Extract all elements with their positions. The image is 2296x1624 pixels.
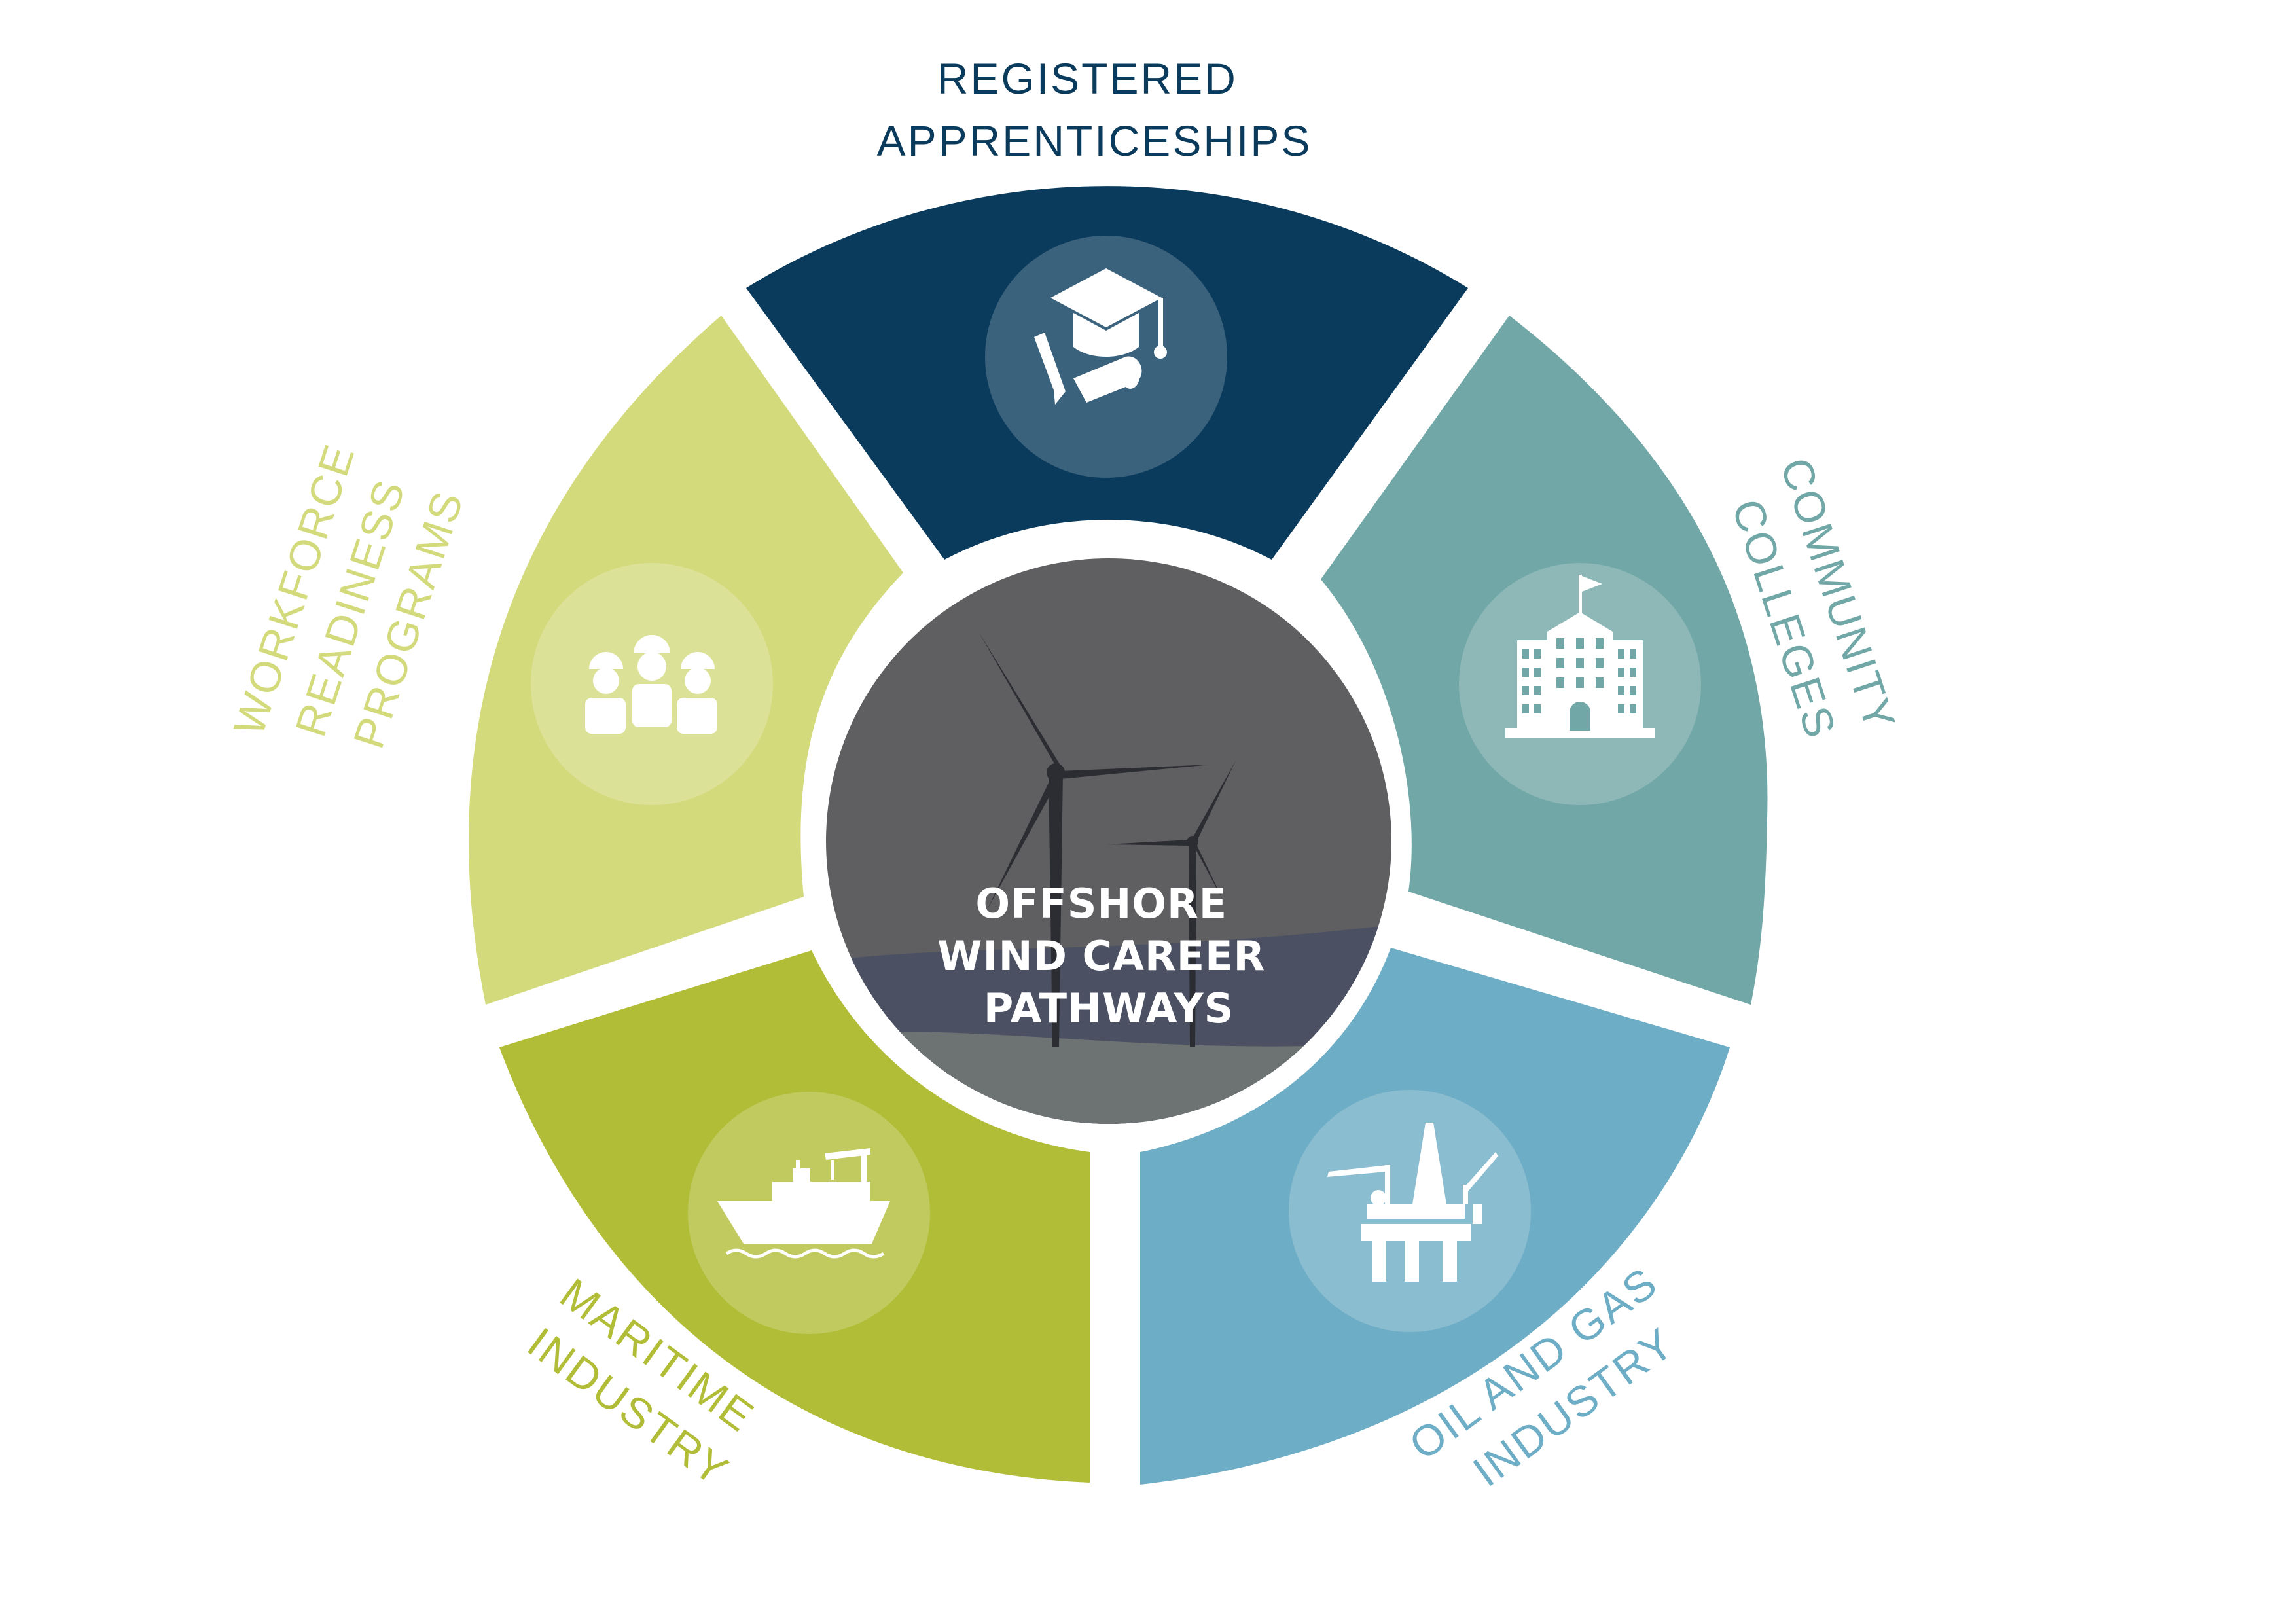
label-registered-apprenticeships: REGISTERED APPRENTICESHIPS [877, 54, 1312, 165]
wind-turbines-icon [978, 632, 1236, 1047]
label-workforce-readiness-programs: WORKFORCE READINESS PROGRAMS [224, 424, 480, 777]
center-title-line-3: PATHWAYS [984, 984, 1234, 1032]
center-hub: OFFSHORE WIND CAREER PATHWAYS [809, 541, 1408, 1141]
label-line: APPRENTICESHIPS [877, 117, 1312, 165]
graduation-cap-icon [1034, 268, 1167, 405]
center-title-line-2: WIND CAREER [937, 932, 1265, 980]
svg-text:WORKFORCE READINESS: WORKFORCE READINESS PROGRAMS [224, 424, 480, 777]
oil-rig-icon [1327, 1123, 1498, 1282]
center-title-line-1: OFFSHORE [975, 880, 1227, 928]
workers-icon [585, 635, 717, 734]
svg-text:OFFSHORE WIND CAREER: OFFSHORE WIND CAREER PATHWAYS [937, 880, 1280, 1032]
label-line: REGISTERED [937, 54, 1238, 103]
cargo-ship-icon [717, 1148, 890, 1259]
college-building-icon [1505, 575, 1655, 738]
svg-text:REGISTERED APPRENTICESHI: REGISTERED APPRENTICESHIPS [877, 54, 1312, 165]
